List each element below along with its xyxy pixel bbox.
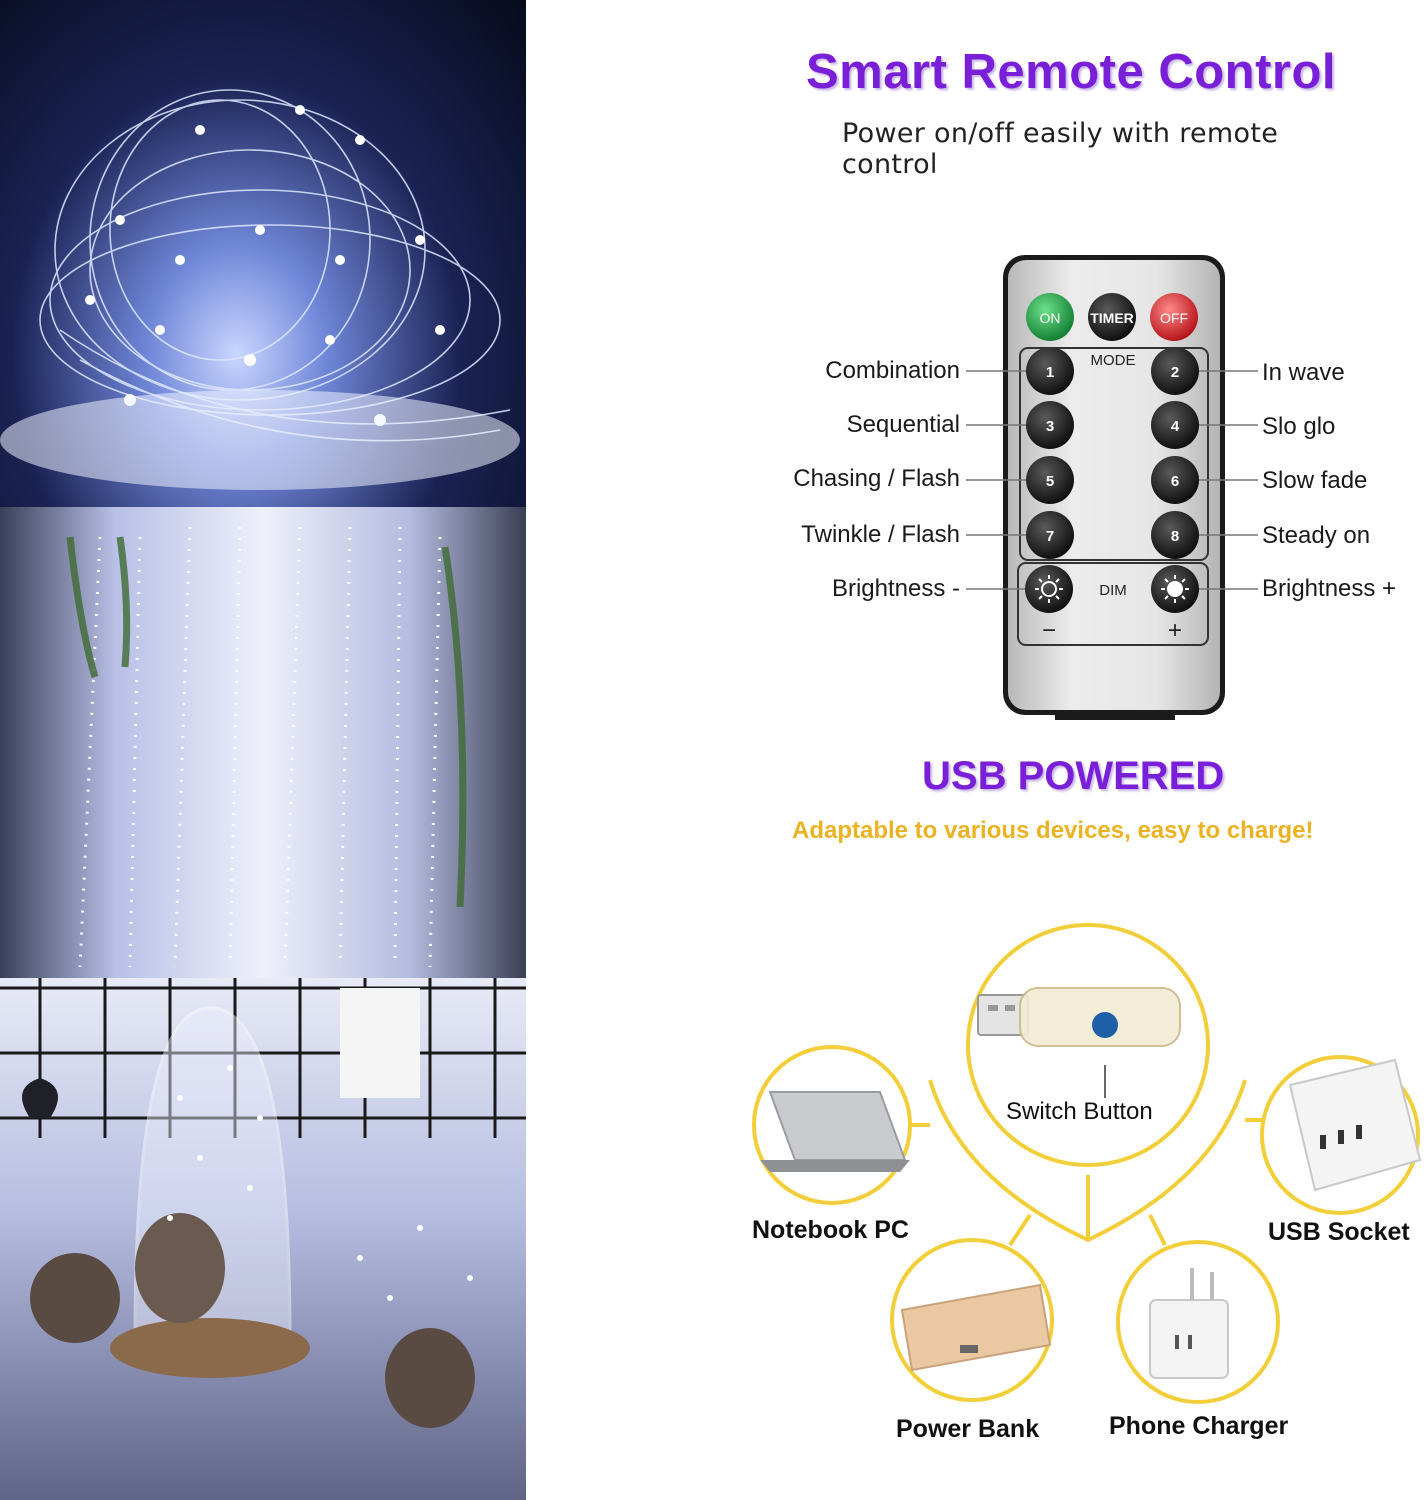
sun-outline-icon xyxy=(1035,575,1063,603)
label-chasing-flash: Chasing / Flash xyxy=(793,465,960,492)
phone-charger-icon xyxy=(1149,1268,1229,1379)
label-slow-fade: Slow fade xyxy=(1262,467,1368,494)
usb-controller-icon xyxy=(977,987,1181,1098)
power-bank-label: Power Bank xyxy=(896,1415,1040,1443)
notebook-label: Notebook PC xyxy=(752,1216,909,1244)
label-combination: Combination xyxy=(825,357,960,384)
mode-button-6[interactable] xyxy=(1151,456,1199,504)
mode-number-4: 4 xyxy=(1171,418,1180,435)
plus-sign: + xyxy=(1168,617,1182,644)
off-button[interactable] xyxy=(1150,293,1198,341)
label-twinkle-flash: Twinkle / Flash xyxy=(801,521,960,548)
mode-button-3[interactable] xyxy=(1026,401,1074,449)
timer-label: TIMER xyxy=(1090,310,1134,326)
timer-button[interactable] xyxy=(1088,293,1136,341)
off-label: OFF xyxy=(1160,310,1188,326)
label-brightness-up: Brightness + xyxy=(1262,575,1397,602)
mode-button-1[interactable] xyxy=(1026,347,1074,395)
usb-title: USB POWERED xyxy=(922,754,1225,798)
mode-button-2[interactable] xyxy=(1151,347,1199,395)
label-brightness-down: Brightness - xyxy=(831,575,960,602)
mode-button-4[interactable] xyxy=(1151,401,1199,449)
mode-number-3: 3 xyxy=(1046,418,1054,435)
label-in-wave: In wave xyxy=(1262,359,1345,386)
mode-number-2: 2 xyxy=(1171,364,1179,381)
label-steady-on: Steady on xyxy=(1262,522,1371,549)
label-slo-glo: Slo glo xyxy=(1262,413,1336,440)
power-bank-icon xyxy=(900,1283,1052,1372)
page-title: Smart Remote Control xyxy=(806,45,1337,99)
dim-label: DIM xyxy=(1099,582,1127,599)
mode-number-1: 1 xyxy=(1046,364,1054,381)
mode-number-7: 7 xyxy=(1046,528,1054,545)
fairy-lights-photo xyxy=(0,0,526,507)
mode-label: MODE xyxy=(1091,352,1136,369)
mode-button-8[interactable] xyxy=(1151,511,1199,559)
jar-lights-photo xyxy=(0,978,526,1500)
mode-button-7[interactable] xyxy=(1026,511,1074,559)
minus-sign: − xyxy=(1042,617,1056,644)
mode-number-8: 8 xyxy=(1171,528,1179,545)
usb-subtitle: Adaptable to various devices, easy to ch… xyxy=(792,817,1314,844)
usb-socket-label: USB Socket xyxy=(1268,1218,1410,1246)
curtain-lights-photo xyxy=(0,507,526,978)
laptop-icon xyxy=(760,1091,910,1172)
mode-number-6: 6 xyxy=(1171,473,1179,490)
label-sequential: Sequential xyxy=(846,411,960,438)
switch-button-label: Switch Button xyxy=(1006,1098,1153,1125)
page-subtitle: Power on/off easily with remote control xyxy=(842,118,1279,180)
brightness-down-button[interactable] xyxy=(1025,565,1073,613)
photo-column xyxy=(0,0,526,1500)
power-strip-icon xyxy=(1288,1058,1422,1192)
on-button[interactable] xyxy=(1026,293,1074,341)
on-label: ON xyxy=(1040,310,1061,326)
phone-charger-label: Phone Charger xyxy=(1109,1412,1289,1440)
mode-number-5: 5 xyxy=(1046,473,1054,490)
mode-button-5[interactable] xyxy=(1026,456,1074,504)
sun-filled-icon xyxy=(1161,575,1189,603)
